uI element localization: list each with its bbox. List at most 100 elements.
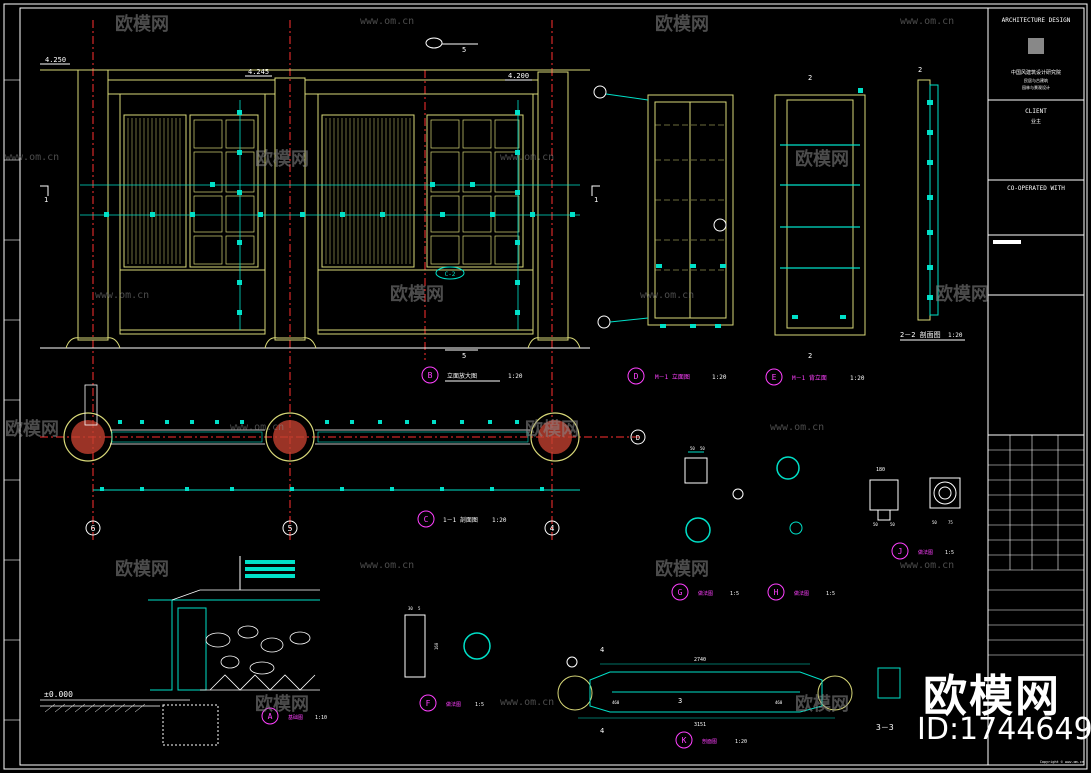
watermark-site: www.om.cn [640, 290, 694, 301]
watermark-brand: 欧模网 [5, 418, 59, 440]
dim-j-c: 50 [932, 520, 937, 525]
label-e-scale: 1:20 [850, 375, 865, 382]
dim-g-2: 50 [700, 446, 705, 451]
door-elevation-d: D M－1 立面图 1:20 [593, 85, 734, 385]
outer-border [3, 3, 1088, 770]
watermark-site: www.om.cn [900, 560, 954, 571]
firm-line-1: 中国风建筑设计研究院 [1011, 69, 1061, 76]
mark-2-top: 2 [808, 74, 812, 82]
mark-1-right: 1 [594, 196, 598, 204]
foundation-a: ±0.000 A 基础图 1:10 [40, 556, 327, 746]
watermark-site: www.om.cn [500, 697, 554, 708]
label-d-caption: M－1 立面图 [655, 373, 690, 381]
watermark-brand: 欧模网 [525, 418, 579, 440]
watermark-brand: 欧模网 [795, 693, 849, 715]
door-back-e: 2 2 E M－1 背立面 1:20 [765, 74, 866, 386]
label-f-id: F [426, 699, 431, 708]
label-b-id: B [428, 371, 433, 380]
detail-h: H 做法图 1:5 [767, 456, 835, 601]
mark-4-bottom: 4 [600, 727, 604, 735]
dim-j-d: 75 [948, 520, 953, 525]
client-name: 业主 [1031, 118, 1041, 125]
copyright-text: Copyright © www.om.cn [1040, 760, 1084, 764]
section-22-scale: 1:20 [948, 332, 963, 339]
watermark-brand: 欧模网 [255, 148, 309, 170]
label-j-caption: 做法图 [918, 549, 933, 556]
label-b-caption: 立面放大图 [447, 372, 477, 380]
watermark-site: www.om.cn [5, 152, 59, 163]
section-c: 6 5 4 D C 1－1 剖面图 1:20 [40, 384, 646, 536]
label-e-caption: M－1 背立面 [792, 374, 827, 382]
grid-d-bubble: D [636, 434, 640, 442]
firm-title: ARCHITECTURE DESIGN [1002, 17, 1071, 24]
label-h-scale: 1:5 [826, 591, 835, 597]
detail-g: 50 50 G 做法图 1:5 [671, 446, 744, 601]
section-33-caption: 3－3 [876, 723, 894, 732]
firm-line-2: 民居与古建筑 [1024, 77, 1048, 83]
section-33: 3－3 [876, 667, 901, 732]
label-a-id: A [268, 712, 273, 721]
watermark-sites: www.om.cn www.om.cn www.om.cn www.om.cn … [5, 16, 954, 708]
label-d-id: D [634, 372, 639, 381]
axis-6: 6 [91, 524, 96, 533]
watermark-brand: 欧模网 [935, 283, 989, 305]
watermark-site: www.om.cn [770, 422, 824, 433]
watermark-site: www.om.cn [360, 560, 414, 571]
label-c-caption: 1－1 剖面图 [443, 516, 478, 524]
label-k-caption: 剖面图 [702, 738, 717, 745]
qr-code-icon [1028, 38, 1044, 54]
watermark-brand: 欧模网 [115, 558, 169, 580]
watermark-site: www.om.cn [230, 422, 284, 433]
label-g-caption: 做法图 [698, 590, 713, 597]
mark-1-left: 1 [44, 196, 48, 204]
watermark-brand: 欧模网 [390, 283, 444, 305]
dim-k-right: 460 [775, 700, 783, 705]
axis-5: 5 [288, 524, 293, 533]
elevation-left: 4.250 [45, 56, 66, 64]
watermark-brand: 欧模网 [795, 148, 849, 170]
watermark-site: www.om.cn [900, 16, 954, 27]
label-e-id: E [772, 373, 777, 382]
dim-f-side: 160 [434, 642, 439, 650]
dim-k-top: 2740 [694, 657, 706, 663]
axis-4: 4 [550, 524, 555, 533]
label-a-scale: 1:10 [315, 715, 327, 721]
label-j-id: J [898, 547, 903, 556]
section-22-caption: 2－2 剖面图 [900, 330, 941, 339]
label-f-scale: 1:5 [475, 702, 484, 708]
dim-j-top: 180 [876, 467, 885, 473]
label-g-id: G [678, 588, 683, 597]
elevation-right: 4.200 [508, 72, 529, 80]
watermark-brand: 欧模网 [655, 13, 709, 35]
c2-tag: C-2 [445, 271, 456, 278]
watermark-brand: 欧模网 [115, 13, 169, 35]
mark-3: 3 [678, 697, 682, 705]
firm-line-3: 园林与景观设计 [1022, 84, 1050, 90]
label-a-caption: 基础图 [288, 714, 303, 721]
label-f-caption: 做法图 [446, 701, 461, 708]
id-watermark: 欧模网 ID:1744649 [905, 660, 1091, 765]
dim-k-bottom: 3151 [694, 722, 706, 728]
dim-j-b: 50 [890, 522, 895, 527]
dim-f-top: 30 [408, 606, 413, 611]
id-watermark-title: 欧模网 [923, 671, 1061, 722]
label-d-scale: 1:20 [712, 374, 727, 381]
dim-g-1: 50 [690, 446, 695, 451]
watermark-brand: 欧模网 [255, 693, 309, 715]
elevation-mid: 4.245 [248, 68, 269, 76]
watermark-site: www.om.cn [95, 290, 149, 301]
section-22: 2 2－2 剖面图 1:20 [900, 66, 965, 341]
ground-level: ±0.000 [44, 690, 73, 699]
label-h-id: H [774, 588, 779, 597]
mark-2-section: 2 [918, 66, 922, 74]
mark-5-top: 5 [462, 46, 466, 54]
elevation-b: 4.250 4.245 4.200 1 1 5 5 C-2 B 立面放大图 1:… [40, 20, 600, 540]
label-b-scale: 1:20 [508, 373, 523, 380]
label-c-scale: 1:20 [492, 517, 507, 524]
dim-j-a: 50 [873, 522, 878, 527]
client-label: CLIENT [1025, 108, 1047, 115]
detail-f: 30 5 160 F 做法图 1:5 [404, 606, 491, 712]
dim-f-top2: 5 [418, 606, 421, 611]
id-watermark-number: ID:1744649 [917, 712, 1091, 747]
